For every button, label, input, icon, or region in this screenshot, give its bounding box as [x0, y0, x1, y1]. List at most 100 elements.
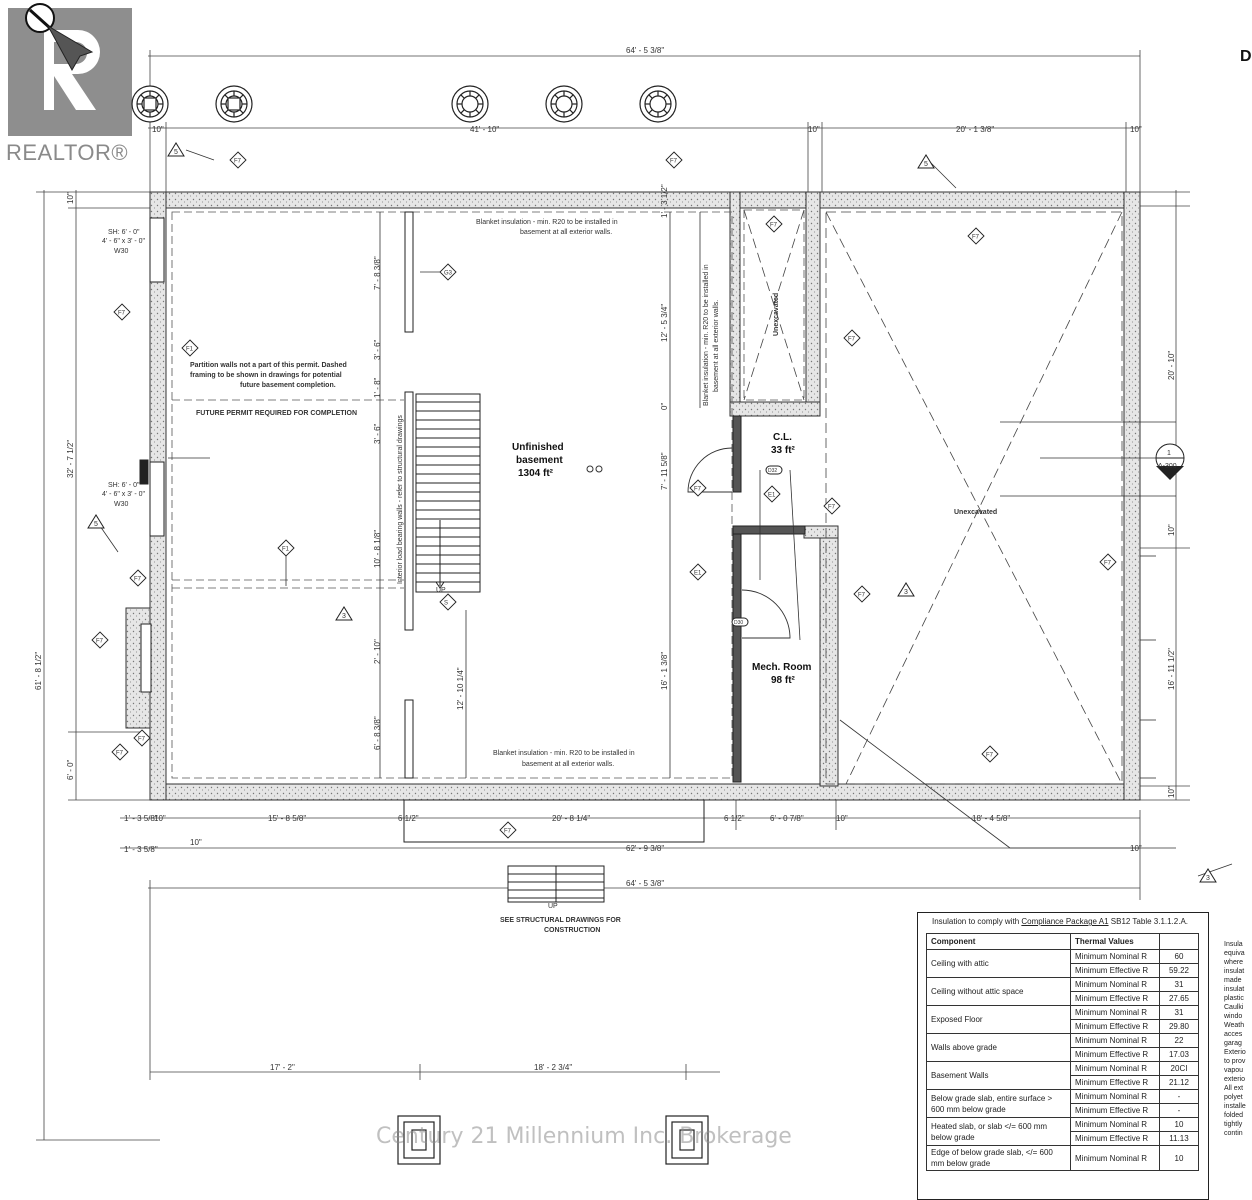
dim-top-a: 10"	[152, 125, 164, 134]
triangle-label: 5	[924, 161, 928, 168]
tag-f7-18: F7	[853, 585, 871, 603]
dim-bot-d: 6 1/2"	[398, 814, 419, 823]
col-thermal: Thermal Values	[1070, 933, 1160, 950]
side-note-line: vapou	[1224, 1067, 1244, 1074]
nominal-value: 60	[1159, 949, 1199, 964]
component-cell: Heated slab, or slab </= 600 mm below gr…	[926, 1117, 1071, 1146]
dim-bot-f: 6 1/2"	[724, 814, 745, 823]
dim-right-4: 10"	[1167, 786, 1176, 798]
tag-e1-10: E1	[763, 485, 781, 503]
doors	[687, 447, 791, 639]
side-note-line: polyet	[1224, 1094, 1243, 1101]
dim-left-top-small: 10"	[66, 192, 75, 204]
tag-f7-3: F7	[967, 227, 985, 245]
component-cell: Basement Walls	[926, 1061, 1071, 1090]
triangle-label: 5	[174, 149, 178, 156]
dim-top-c: 10"	[808, 125, 820, 134]
dim-left-upper: 32' - 7 1/2"	[66, 440, 75, 478]
nominal-value: 10	[1159, 1145, 1199, 1171]
tag-label: E1	[694, 571, 702, 577]
side-note-line: exterio	[1224, 1076, 1246, 1083]
tag-f7-1: F7	[229, 151, 247, 169]
tag-f7-15: F7	[91, 631, 109, 649]
effective-label: Minimum Effective R	[1070, 1131, 1160, 1146]
tag-f7-19: F7	[823, 497, 841, 515]
tag-label: F7	[118, 311, 126, 317]
dim-bot2-a: 1' - 3 5/8"	[124, 845, 158, 854]
component-cell: Ceiling without attic space	[926, 977, 1071, 1006]
side-note-line: plastic	[1224, 995, 1244, 1002]
pier-2	[215, 85, 253, 123]
tag-f7-9: F7	[689, 479, 707, 497]
dim-bot2-b: 10"	[190, 838, 202, 847]
effective-value: 29.80	[1159, 1019, 1199, 1034]
component-cell: Below grade slab, entire surface > 600 m…	[926, 1089, 1071, 1118]
window-tag-1: W30	[114, 248, 129, 255]
dim-bot-i: 18' - 4 5/8"	[972, 814, 1010, 823]
window-size-2: 4' - 6" x 3' - 0"	[102, 491, 146, 498]
dim-top-d: 20' - 1 3/8"	[956, 125, 994, 134]
tag-label: F7	[670, 159, 678, 165]
door-tag-label: D30	[734, 620, 743, 626]
triangle-tag-4: 3	[335, 606, 353, 621]
tag-label: F7	[972, 235, 980, 241]
caption-pre: Insulation to comply with	[932, 917, 1022, 926]
dim-bot2-c: 62' - 9 3/8"	[626, 844, 664, 853]
side-note-line: Caulki	[1224, 1004, 1244, 1011]
caption-post: SB12 Table 3.1.1.2.A.	[1108, 917, 1189, 926]
tag-f1-5: F1	[181, 339, 199, 357]
effective-value: 21.12	[1159, 1075, 1199, 1090]
effective-value: 17.03	[1159, 1047, 1199, 1062]
tag-label: F7	[858, 593, 866, 599]
pier-1	[131, 85, 169, 123]
nominal-label: Minimum Nominal R	[1070, 949, 1160, 964]
triangle-label: 3	[342, 613, 346, 620]
tag-label: F7	[134, 577, 142, 583]
triangle-tag-2: 5	[917, 154, 935, 169]
dim-int-3: 1' - 8"	[373, 377, 382, 398]
side-note-line: Exterio	[1224, 1049, 1246, 1056]
sheet-corner-letter: D	[1240, 48, 1252, 65]
note-blanket-top-1: Blanket insulation - min. R20 to be inst…	[476, 219, 618, 226]
side-note-line: All ext	[1224, 1085, 1244, 1092]
tag-f7-17: F7	[111, 743, 129, 761]
insulation-caption: Insulation to comply with Compliance Pac…	[918, 913, 1208, 929]
dim-bot-h: 10"	[836, 814, 848, 823]
side-note-line: acces	[1224, 1031, 1243, 1038]
cursor-icon	[25, 3, 94, 72]
side-note-line: windo	[1224, 1013, 1243, 1020]
tag-f7-16: F7	[133, 729, 151, 747]
dim-low-a: 17' - 2"	[270, 1063, 295, 1072]
nominal-label: Minimum Nominal R	[1070, 1061, 1160, 1076]
component-cell: Exposed Floor	[926, 1005, 1071, 1034]
nominal-value: 22	[1159, 1033, 1199, 1048]
dim-bot-b: 10"	[154, 814, 166, 823]
tag-label: F7	[138, 737, 146, 743]
table-row: Minimum Effective R-	[927, 1103, 1199, 1118]
dim-bot-e: 20' - 8 1/4"	[552, 814, 590, 823]
dim-bot-a: 1' - 3 5/8"	[124, 814, 158, 823]
tag-label: F7	[234, 159, 242, 165]
pier-4	[545, 85, 583, 123]
tag-label: F7	[848, 337, 856, 343]
side-note-line: Insula	[1224, 941, 1243, 948]
nominal-label: Minimum Nominal R	[1070, 1089, 1160, 1104]
triangle-label: 5	[94, 521, 98, 528]
dim-int-6: 2' - 10"	[373, 639, 382, 664]
tag-label: S	[444, 601, 448, 607]
side-note-line: made	[1224, 977, 1242, 984]
triangle-label: 3	[904, 589, 908, 596]
side-note-line: folded	[1224, 1112, 1244, 1119]
nominal-value: -	[1159, 1089, 1199, 1104]
dim-mid-1: 12' - 5 3/4"	[660, 304, 669, 342]
side-note-line: Weath	[1224, 1022, 1245, 1029]
tag-label: F7	[986, 753, 994, 759]
dim-int-2: 3' - 6"	[373, 339, 382, 360]
